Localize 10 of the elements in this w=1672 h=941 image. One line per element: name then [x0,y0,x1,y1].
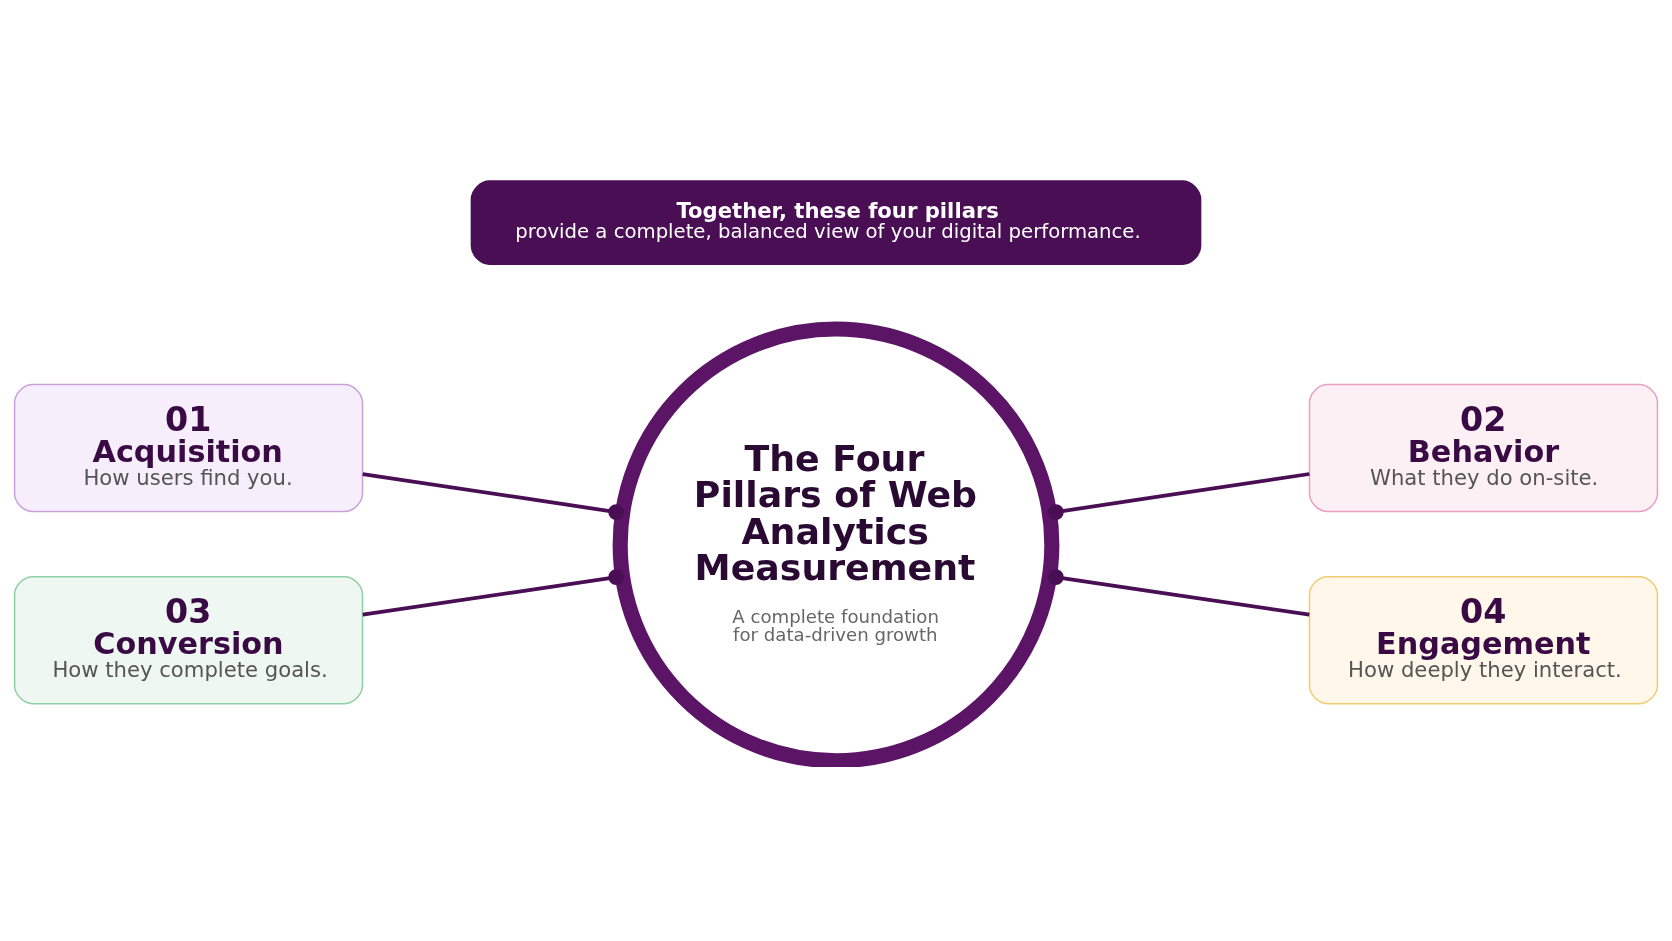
node-box: Together, these four pillars provide a complete, balanced view of your digital performance. [470,179,1202,265]
connector [1047,471,1310,520]
connector [362,568,625,616]
node-box: 02 Behavior What they do on-site. [1308,383,1659,512]
node-box: 03 Conversion How they complete goals. [13,575,364,704]
connector [362,471,625,520]
node-box: 04 Engagement How deeply they interact. [1308,575,1659,704]
node-circle: The Four Pillars of Web Analytics Measurement A complete foundation for data-driven growth [612,320,1060,767]
connector [1047,568,1310,617]
node-box: 01 Acquisition How users find you. [13,383,364,512]
